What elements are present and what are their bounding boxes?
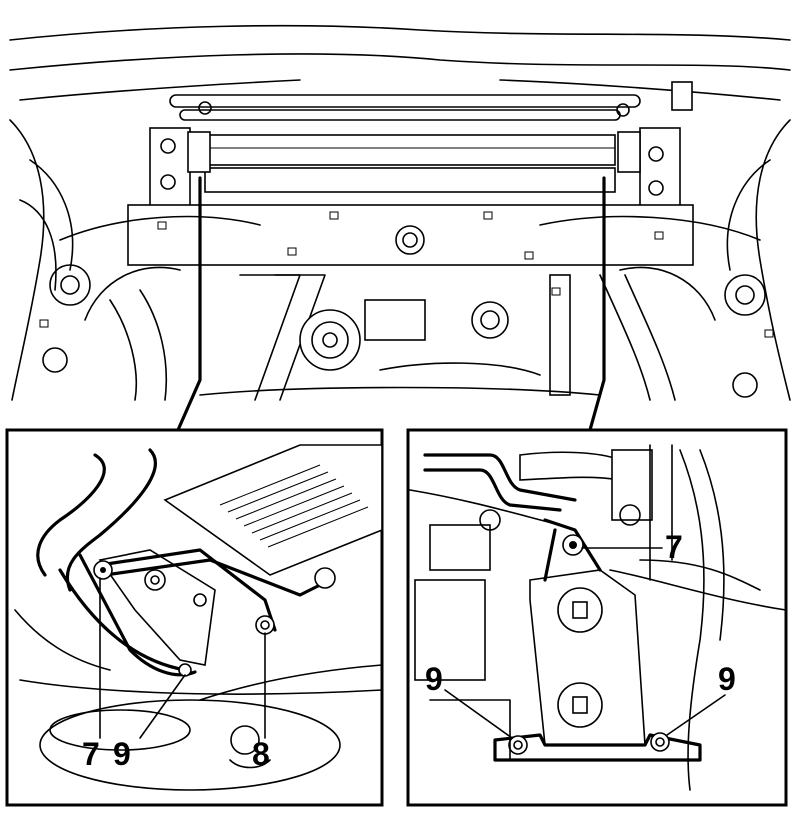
left-inset: 7 9 8 xyxy=(5,428,384,807)
right-inset: 7 9 9 xyxy=(406,428,788,807)
callout-9-right-right: 9 xyxy=(718,661,736,697)
callout-8-left: 8 xyxy=(252,736,270,772)
callout-7-right: 7 xyxy=(665,529,683,565)
callout-7-left: 7 xyxy=(82,736,100,772)
callout-9-right-left: 9 xyxy=(425,661,443,697)
overview-drawing xyxy=(9,24,791,432)
callout-9-left: 9 xyxy=(113,736,131,772)
